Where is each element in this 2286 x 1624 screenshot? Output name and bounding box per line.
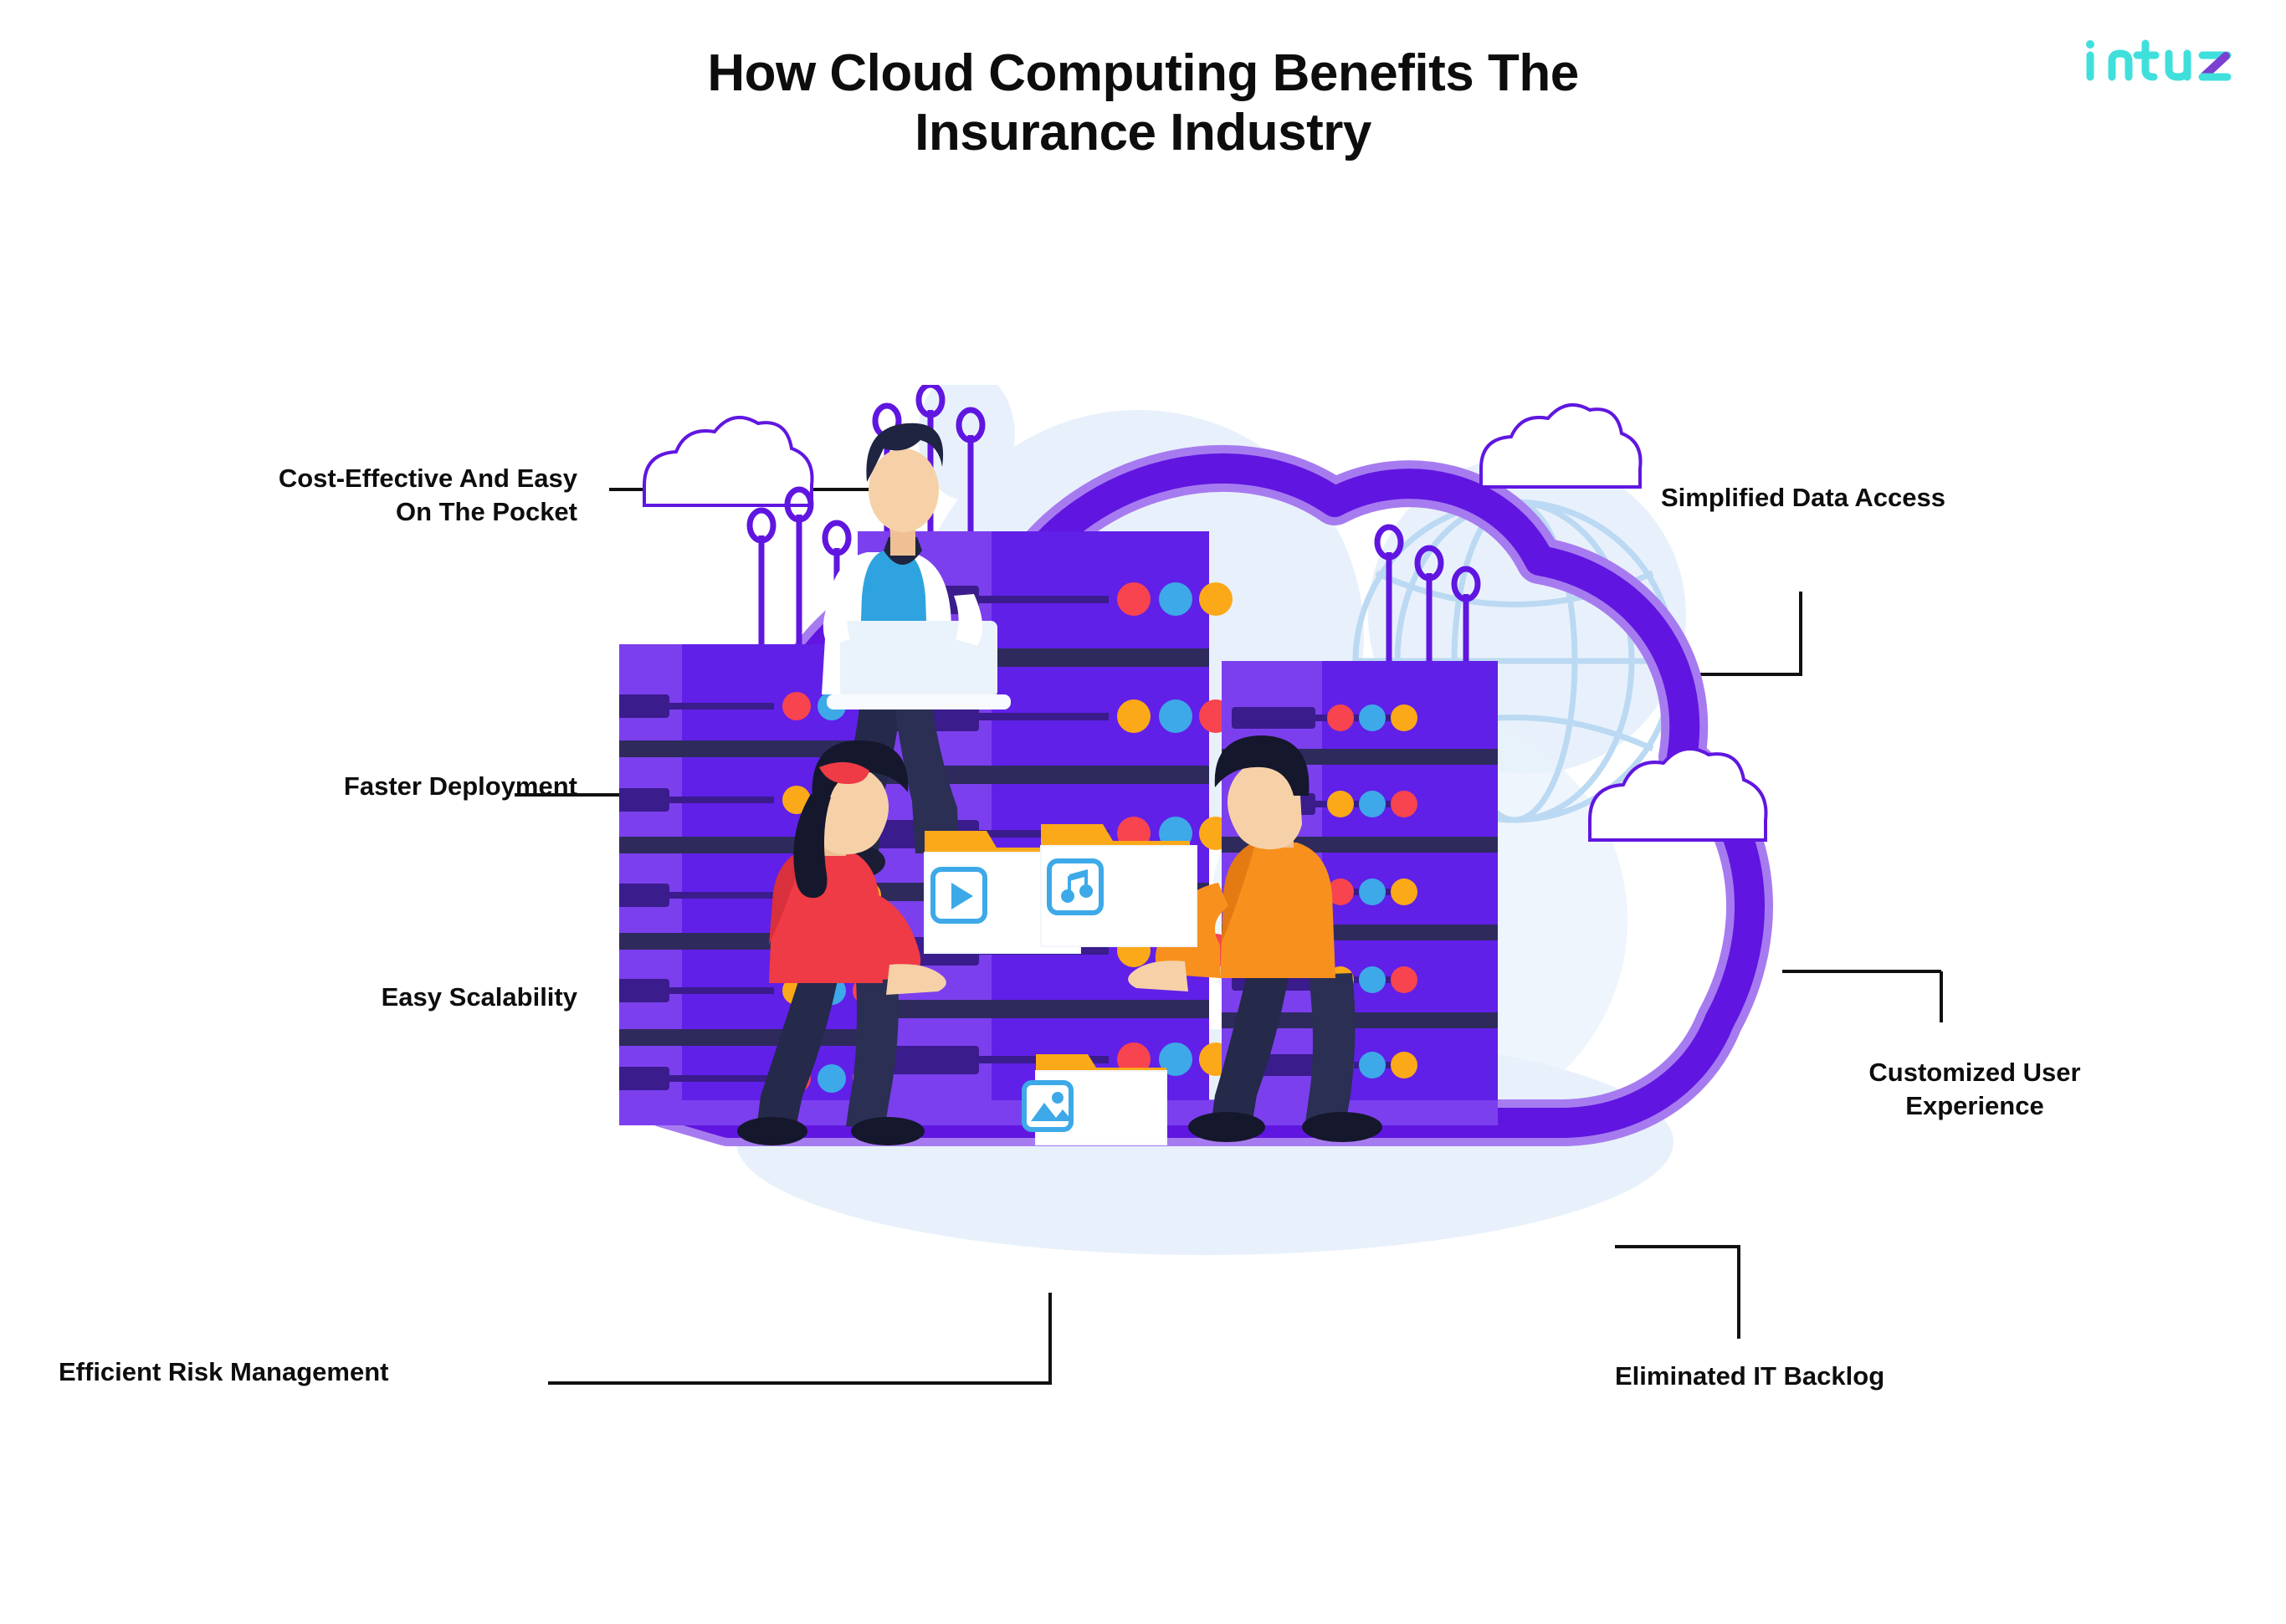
manbox-hand (1128, 961, 1188, 991)
connector-risk-management (548, 1293, 1052, 1385)
woman-leg-front (846, 976, 899, 1130)
manbox-shirt (1220, 841, 1335, 978)
small-cloud-top (1479, 402, 1643, 489)
woman-arm-sleeve (848, 888, 921, 981)
benefit-label-customized-ux[interactable]: Customized User Experience (1868, 1058, 2081, 1120)
manbox-leg-back (1212, 975, 1289, 1125)
benefit-label-data-access[interactable]: Simplified Data Access (1661, 483, 1945, 512)
benefit-label-risk-management[interactable]: Efficient Risk Management (59, 1357, 389, 1386)
connector-customized-ux (1782, 970, 1943, 1022)
benefit-label-cost-effective[interactable]: Cost-Effective And Easy On The Pocket (278, 464, 577, 526)
manbox-hair (1214, 735, 1310, 796)
intuz-logo[interactable] (2078, 35, 2246, 87)
manbox-leg-front (1305, 973, 1356, 1125)
benefit-label-faster-deployment[interactable]: Faster Deployment (343, 771, 577, 801)
logo-dot (2086, 40, 2094, 49)
cloud-computing-illustration (619, 385, 1773, 1255)
logo-z (2198, 51, 2232, 81)
manbox-shirt-shade (1222, 841, 1257, 943)
title-line-1: How Cloud Computing Benefits The (707, 44, 1579, 102)
man-arm-left (823, 594, 852, 646)
man-hair (866, 423, 944, 482)
box-music-folder (1040, 824, 1197, 947)
manbox-shoe-back (1188, 1112, 1265, 1142)
image-photo-icon (1022, 1080, 1074, 1132)
manbox-head (1228, 757, 1302, 850)
man-arm-right (954, 594, 983, 646)
character-man-box (1040, 735, 1382, 1142)
small-cloud-left (643, 416, 814, 507)
music-note-icon (1047, 858, 1104, 915)
woman-hand (886, 964, 946, 995)
page-title: How Cloud Computing Benefits The Insuran… (515, 44, 1771, 163)
laptop (827, 621, 1011, 710)
man-head (869, 448, 939, 532)
title-line-2: Insurance Industry (915, 104, 1371, 162)
woman-ponytail (793, 794, 831, 899)
manbox-shoe-front (1302, 1112, 1382, 1142)
benefit-label-it-backlog[interactable]: Eliminated IT Backlog (1615, 1361, 1885, 1391)
woman-hairband (819, 761, 869, 784)
woman-shoe-front (851, 1117, 925, 1145)
benefit-label-easy-scalability[interactable]: Easy Scalability (381, 982, 577, 1012)
character-woman-box (737, 740, 1081, 1145)
man-leg-right (892, 684, 959, 853)
small-cloud-right (1588, 747, 1768, 842)
woman-shoe-back (737, 1117, 807, 1145)
woman-leg-back (757, 979, 838, 1128)
folder-image-ground (1022, 1054, 1167, 1145)
